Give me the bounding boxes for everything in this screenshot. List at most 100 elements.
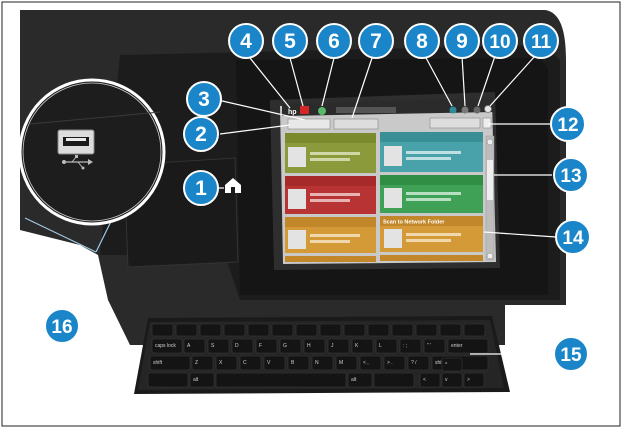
key[interactable] — [223, 323, 246, 337]
key[interactable] — [215, 372, 347, 388]
usb-port[interactable] — [57, 129, 95, 155]
key[interactable]: D — [231, 338, 254, 354]
touchscreen[interactable]: hp — [280, 98, 496, 264]
key[interactable] — [151, 323, 174, 337]
key-label: > . — [387, 360, 393, 366]
app-tile-fax[interactable] — [285, 176, 376, 214]
key[interactable]: shift — [149, 355, 191, 371]
key[interactable]: caps lock — [151, 338, 183, 354]
sign-in-button[interactable] — [287, 118, 331, 130]
key[interactable]: v — [441, 372, 463, 388]
key[interactable] — [271, 323, 294, 337]
key[interactable] — [373, 372, 415, 388]
callout-5: 5 — [272, 23, 308, 59]
key-label: ? / — [411, 360, 417, 366]
callout-number: 12 — [557, 115, 578, 136]
key[interactable]: enter — [447, 338, 489, 354]
key[interactable]: M — [335, 355, 358, 371]
key[interactable]: : ; — [399, 338, 422, 354]
key-label: A — [187, 343, 191, 349]
network-icon[interactable] — [449, 106, 457, 114]
home-button[interactable] — [225, 178, 241, 193]
key[interactable]: Z — [191, 355, 214, 371]
app-tile-copy[interactable] — [285, 133, 376, 173]
envelope-icon — [384, 188, 402, 208]
callout-number: 13 — [560, 166, 581, 187]
key[interactable]: N — [311, 355, 334, 371]
app-tile-scan-email[interactable] — [380, 175, 483, 213]
key[interactable]: < — [419, 372, 441, 388]
callout-number: 7 — [370, 30, 382, 53]
key[interactable]: " ' — [423, 338, 446, 354]
usb-icon — [62, 155, 93, 170]
key[interactable]: B — [287, 355, 310, 371]
key-label: shift — [153, 360, 163, 366]
folder-icon — [384, 229, 402, 248]
key[interactable]: S — [207, 338, 230, 354]
key[interactable] — [199, 323, 222, 337]
key[interactable]: H — [303, 338, 326, 354]
key[interactable] — [175, 323, 198, 337]
key-label: V — [267, 360, 271, 366]
key[interactable] — [343, 323, 366, 337]
key[interactable]: L — [375, 338, 398, 354]
key[interactable]: alt — [189, 372, 215, 388]
key-label: N — [315, 360, 319, 366]
key[interactable]: J — [327, 338, 350, 354]
reset-button[interactable] — [333, 118, 379, 130]
key[interactable]: V — [263, 355, 286, 371]
callout-7: 7 — [358, 23, 394, 59]
key[interactable]: G — [279, 338, 302, 354]
key-label: D — [235, 343, 239, 349]
callout-number: 11 — [531, 32, 552, 53]
key-label: J — [331, 343, 334, 349]
language-icon[interactable] — [473, 106, 481, 114]
key-label: shift — [435, 360, 445, 366]
key[interactable]: alt — [347, 372, 373, 388]
key-label: > — [467, 377, 470, 383]
sleep-icon[interactable] — [484, 105, 492, 113]
key[interactable] — [367, 323, 390, 337]
app-tile-scan-network-folder[interactable]: Scan to Network Folder — [380, 216, 483, 252]
callout-number: 16 — [51, 317, 72, 338]
key[interactable] — [391, 323, 414, 337]
key-label: alt — [193, 377, 199, 383]
key[interactable]: X — [215, 355, 238, 371]
key[interactable]: ? / — [407, 355, 430, 371]
key[interactable]: < , — [359, 355, 382, 371]
key[interactable]: > — [463, 372, 485, 388]
app-tile-email[interactable] — [380, 132, 483, 172]
key[interactable]: ^ — [441, 357, 463, 372]
key[interactable]: A — [183, 338, 206, 354]
key[interactable]: C — [239, 355, 262, 371]
key[interactable] — [147, 372, 189, 388]
status-icon — [318, 107, 326, 115]
scroll-up-icon — [486, 138, 494, 146]
stop-icon[interactable] — [300, 106, 309, 114]
app-tile-scan-usb[interactable] — [285, 217, 376, 253]
key-label: v — [445, 377, 448, 383]
callout-13: 13 — [553, 157, 589, 193]
key[interactable] — [439, 323, 462, 337]
info-button[interactable] — [482, 117, 492, 129]
key[interactable] — [463, 323, 486, 337]
key[interactable] — [247, 323, 270, 337]
app-tile-partial-2[interactable] — [380, 255, 483, 261]
copy-count-button[interactable] — [429, 117, 481, 129]
help-icon[interactable] — [461, 106, 469, 114]
key-label: K — [355, 343, 359, 349]
key[interactable] — [319, 323, 342, 337]
app-tile-partial[interactable] — [285, 256, 376, 262]
key[interactable]: K — [351, 338, 374, 354]
key-label: Z — [195, 360, 198, 366]
key[interactable] — [295, 323, 318, 337]
key-label: caps lock — [155, 343, 176, 349]
key[interactable]: F — [255, 338, 278, 354]
key-label: M — [339, 360, 343, 366]
scrollbar[interactable] — [485, 135, 495, 261]
key[interactable] — [415, 323, 438, 337]
key[interactable]: > . — [383, 355, 406, 371]
